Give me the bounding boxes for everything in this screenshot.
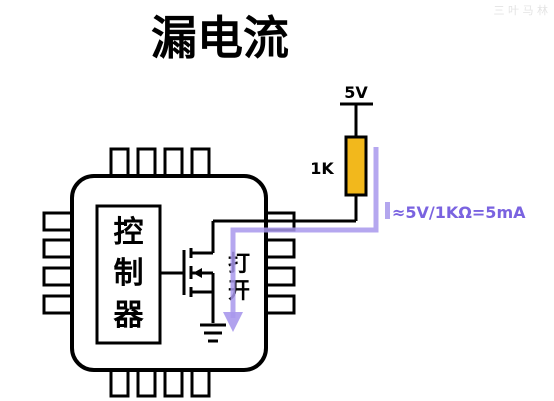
ground-icon xyxy=(200,323,226,343)
controller-char-2: 制 xyxy=(114,256,144,291)
page-title: 漏电流 xyxy=(151,11,289,65)
current-arrow-icon xyxy=(223,312,243,332)
supply-rail xyxy=(340,102,373,137)
drain-wire xyxy=(211,195,358,246)
controller-char-1: 控 xyxy=(114,215,144,250)
chip-pins-top xyxy=(109,147,211,180)
mosfet-arrow-icon xyxy=(193,268,202,278)
chip-pins-left xyxy=(42,211,76,315)
mosfet-symbol xyxy=(160,246,215,323)
resistor xyxy=(344,135,368,197)
current-path xyxy=(230,147,379,318)
supply-label: 5V xyxy=(344,83,368,102)
controller-char-3: 器 xyxy=(113,298,145,333)
watermark: 三 叶 马 林 xyxy=(494,3,549,17)
resistor-label: 1K xyxy=(310,159,334,178)
current-label: ≈5V/1KΩ=5mA xyxy=(392,203,526,222)
current-symbol-bar xyxy=(385,202,390,219)
